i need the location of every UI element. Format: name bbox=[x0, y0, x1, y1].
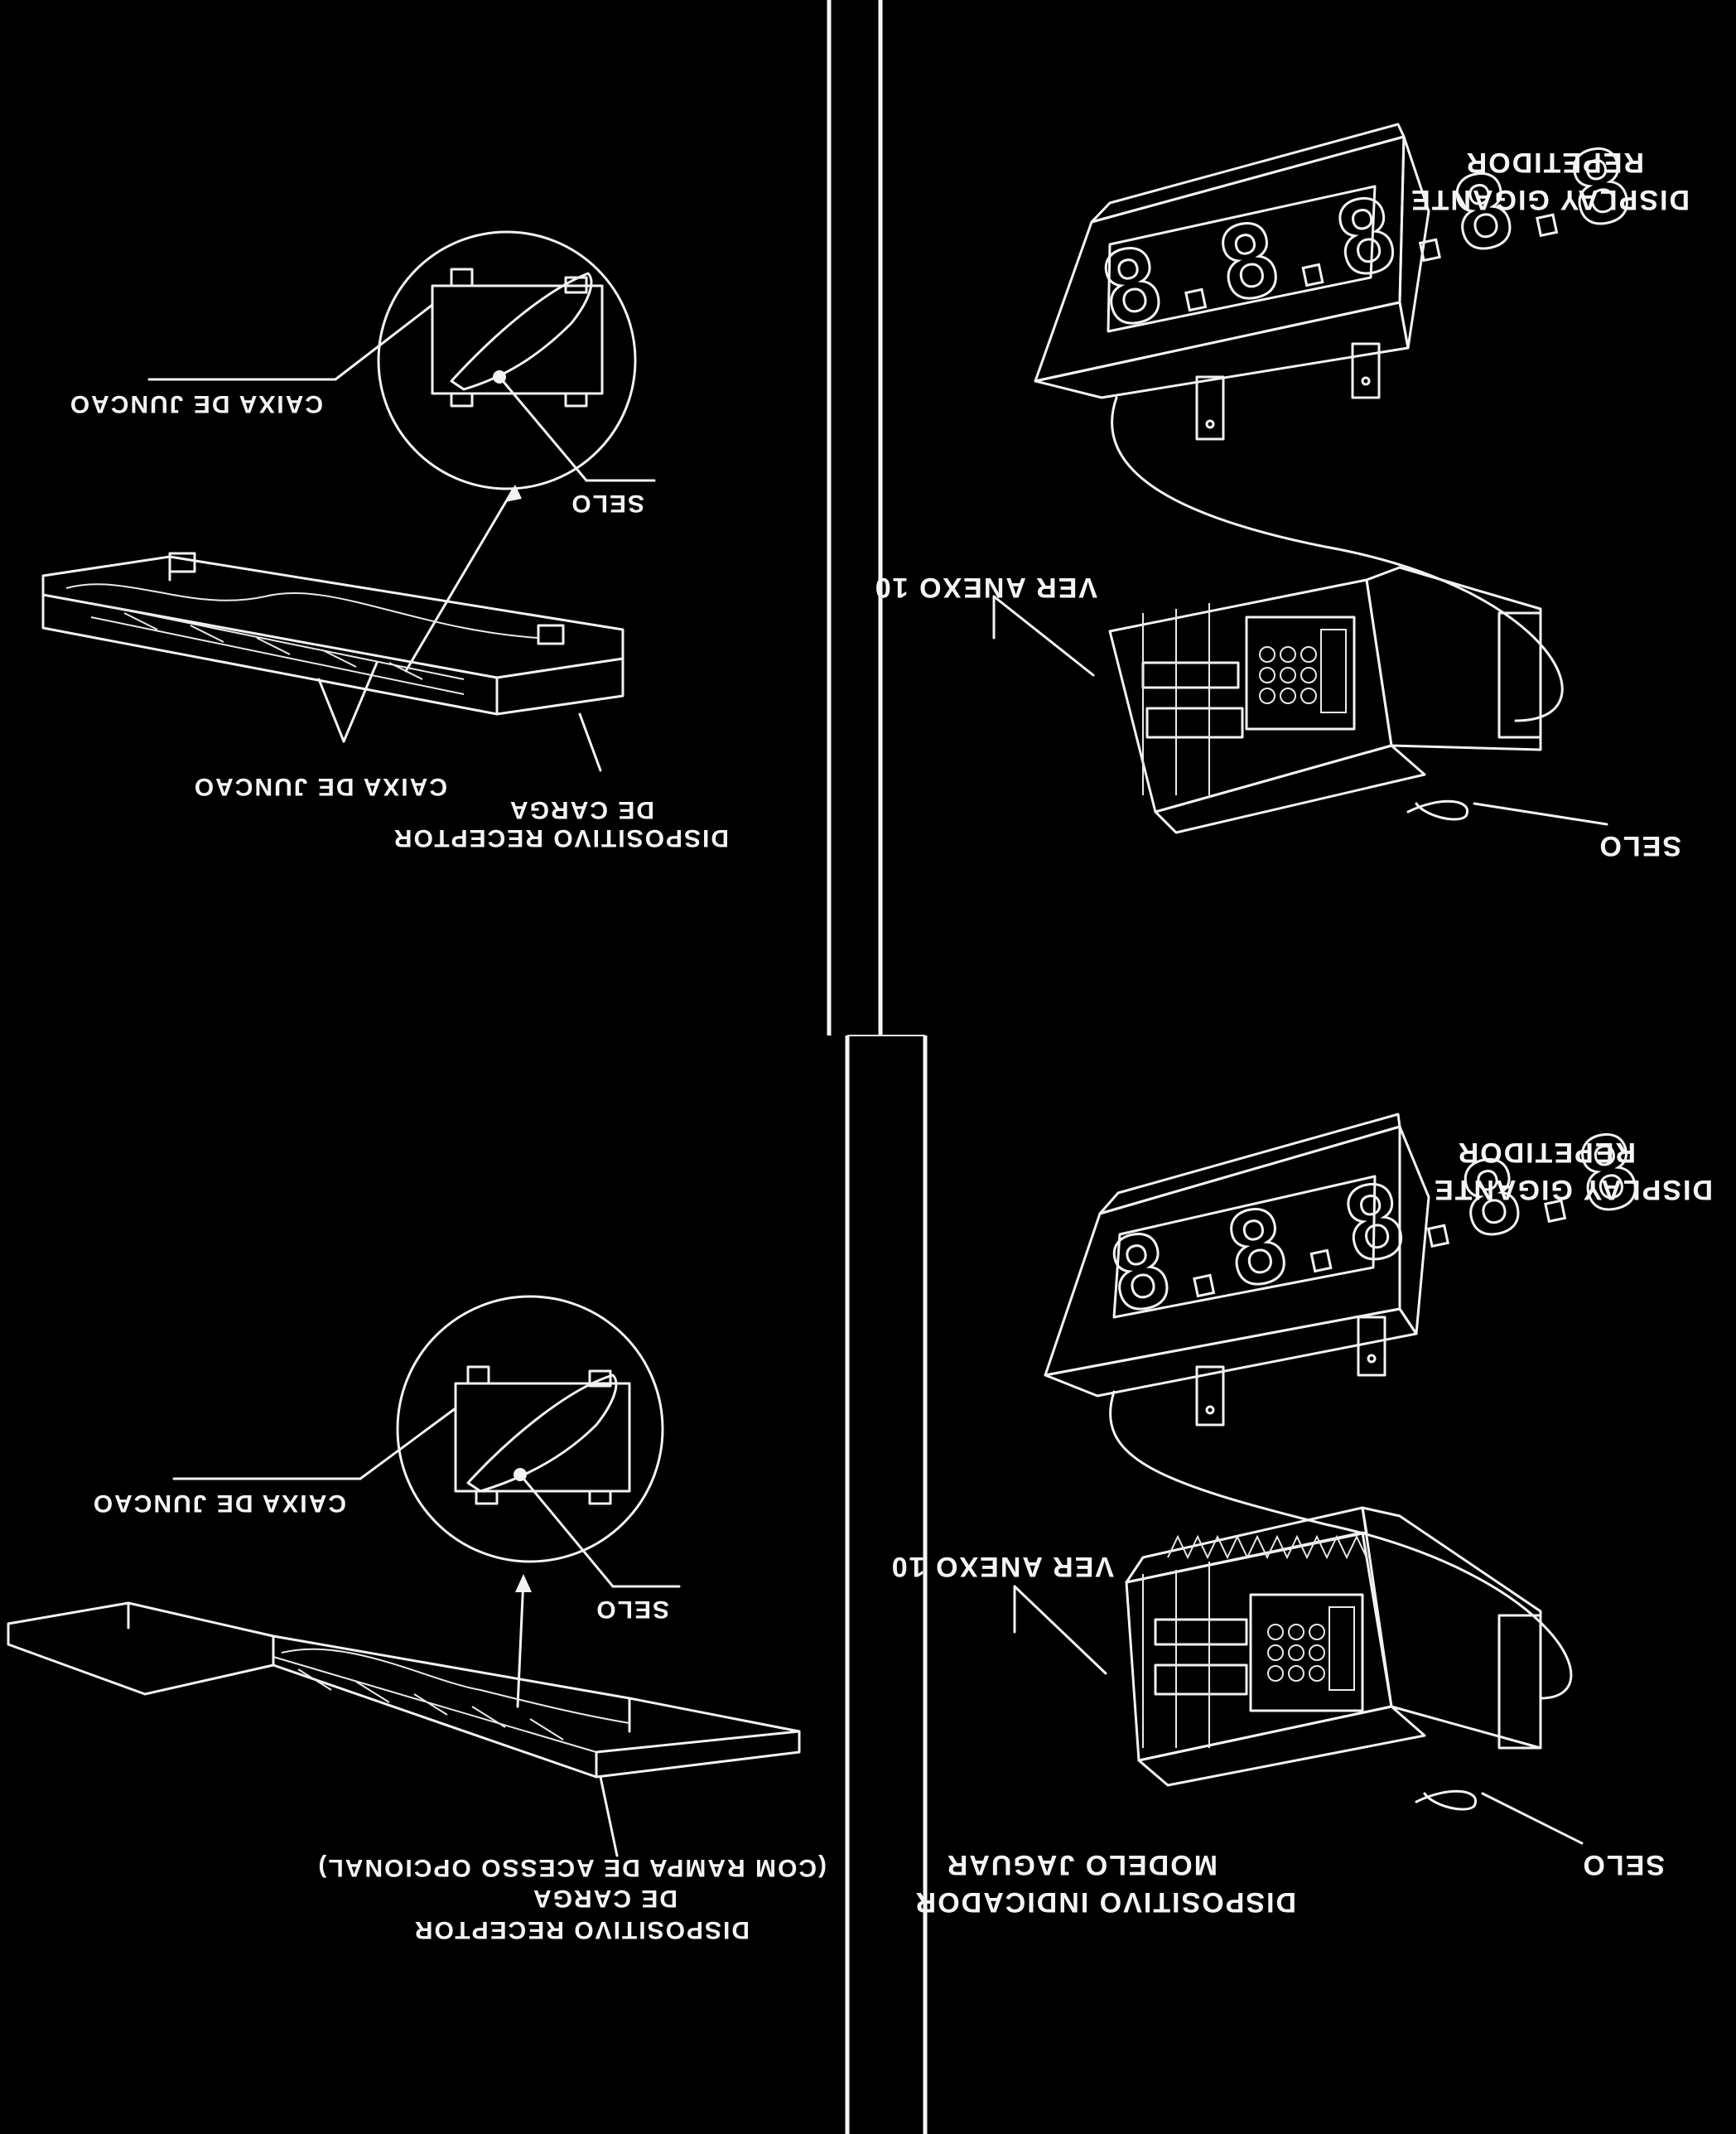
q1-caixa-juncao-upper-label: CAIXA DE JUNCAO bbox=[69, 390, 323, 418]
q2-selo-label: SELO bbox=[1598, 830, 1681, 862]
q2-display-line2-label: REPETIDOR bbox=[1465, 147, 1644, 178]
q2-labels: DISPLAY GIGANTE REPETIDOR VER ANEXO 10 S… bbox=[874, 147, 1690, 862]
q2-ver-anexo-label: VER ANEXO 10 bbox=[874, 572, 1097, 603]
q4-indicador-line1-label: DISPOSITIVO INDICADOR bbox=[914, 1886, 1296, 1918]
q3-caixa-juncao-label: CAIXA DE JUNCAO bbox=[92, 1489, 346, 1517]
q3-receptor-line3-label: (COM RAMPA DE ACESSO OPCIONAL) bbox=[316, 1854, 827, 1881]
q2-display-line1-label: DISPLAY GIGANTE bbox=[1410, 184, 1690, 215]
q4-indicador-line2-label: MODELO JAGUAR bbox=[946, 1849, 1218, 1881]
q1-labels: CAIXA DE JUNCAO SELO CAIXA DE JUNCAO DE … bbox=[69, 390, 729, 852]
q3-receptor-line1-label: DISPOSITIVO RECEPTOR bbox=[413, 1916, 750, 1943]
q1-selo-label: SELO bbox=[570, 490, 644, 517]
q3-load-receptor-ramp bbox=[7, 1601, 801, 1857]
q3-junction-box-detail bbox=[172, 1295, 681, 1708]
q1-caixa-juncao-lower-label: CAIXA DE JUNCAO bbox=[193, 773, 447, 800]
q4-indicator-jaguar bbox=[1013, 1506, 1584, 1845]
q1-receptor-line1-label: DISPOSITIVO RECEPTOR bbox=[393, 824, 729, 852]
q1-junction-box-detail bbox=[147, 230, 656, 673]
q4-selo-label: SELO bbox=[1581, 1849, 1665, 1881]
q3-receptor-line2-label: DE CARGA bbox=[532, 1885, 678, 1912]
q4-labels: DISPLAY GIGANTE REPETIDOR VER ANEXO 10 S… bbox=[890, 1137, 1713, 1918]
q3-labels: CAIXA DE JUNCAO SELO (COM RAMPA DE ACESS… bbox=[92, 1489, 827, 1943]
q4-display-line1-label: DISPLAY GIGANTE bbox=[1433, 1174, 1713, 1205]
center-divider bbox=[827, 0, 928, 2134]
q4-display-line2-label: REPETIDOR bbox=[1457, 1137, 1636, 1168]
q4-ver-anexo-label: VER ANEXO 10 bbox=[890, 1551, 1114, 1582]
q3-selo-label: SELO bbox=[595, 1596, 669, 1623]
q1-receptor-line2-label: DE CARGA bbox=[509, 796, 654, 823]
q1-load-receptor bbox=[41, 552, 624, 772]
q2-indicator bbox=[992, 566, 1608, 834]
